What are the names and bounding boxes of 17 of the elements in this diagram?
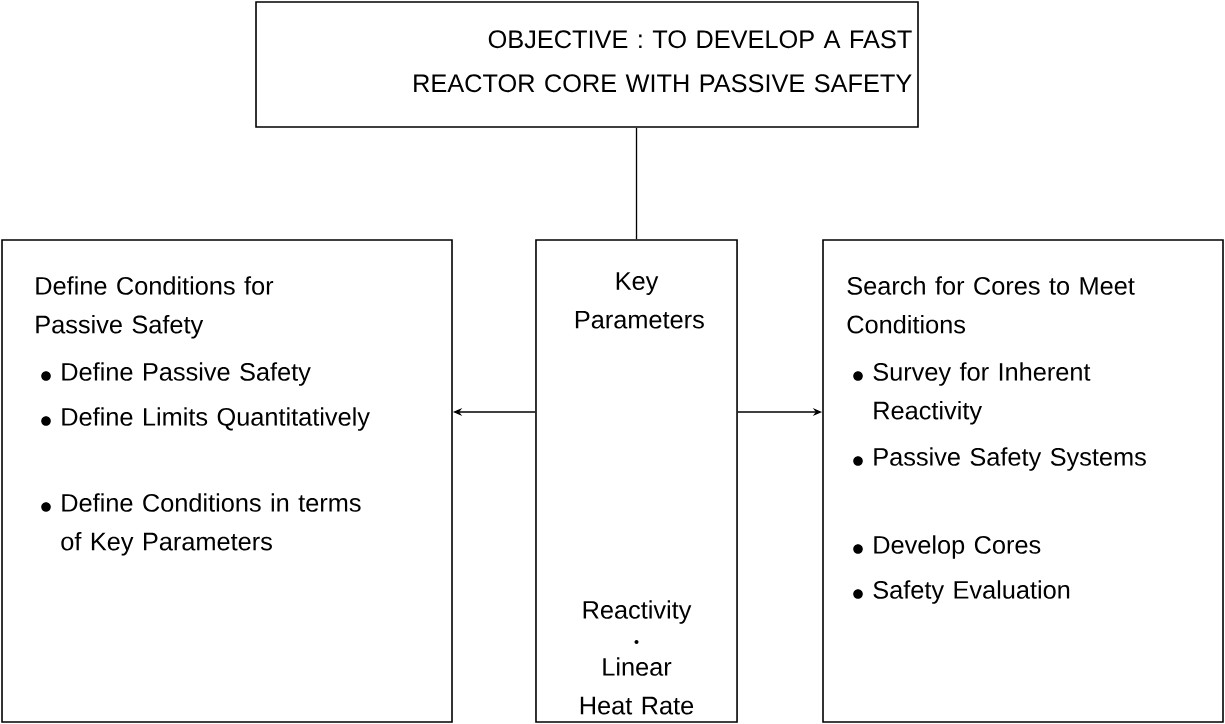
bullet-text: Develop Cores [874,535,1041,559]
bullet-text: Define Passive Safety [62,362,311,386]
bullet-text: Define Conditions in terms of Key Parameters [61,493,361,556]
parameter-text: Key Parameters [575,272,704,329]
bullet-text: Define Limits Quantitatively [62,407,370,431]
box [822,239,1224,723]
parameter-text: Reactivity [583,600,692,624]
box [535,239,738,723]
bullet-text: Passive Safety Systems [874,447,1146,471]
objective-text: OBJECTIVE : TO DEVELOP A FAST REACTOR CORE WITH PASSIVE SAFETY [414,30,912,93]
parameter-text: Linear Heat Rate [580,657,694,715]
bullet-text: Safety Evaluation [873,580,1070,604]
heading-text: Search for Cores to Meet Conditions [847,276,1135,334]
bullet-text: Survey for Inherent Reactivity [873,362,1091,425]
box [1,239,453,723]
heading-text: Define Conditions for Passive Safety [36,276,274,339]
box [255,1,919,128]
